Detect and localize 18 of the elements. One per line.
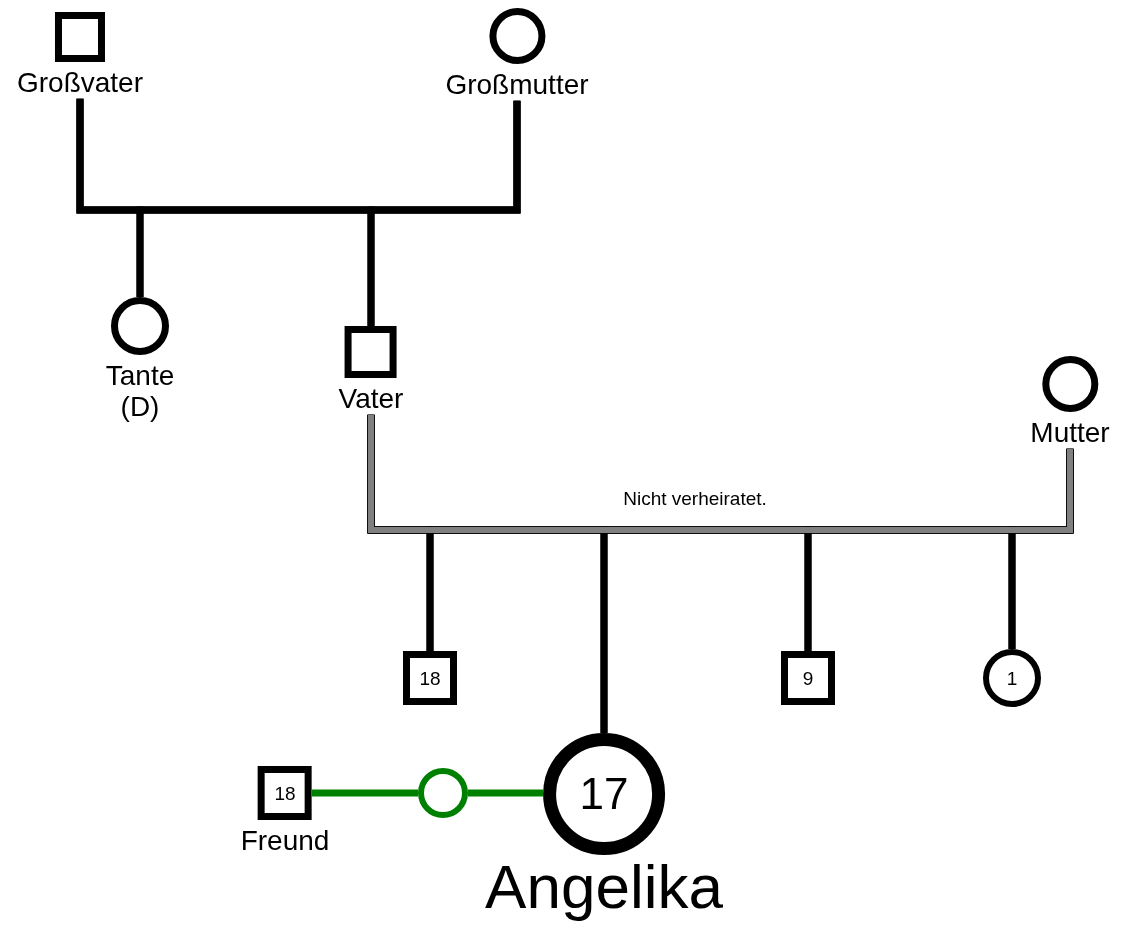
- connector-line: [468, 789, 543, 797]
- edge-label: Nicht verheiratet.: [623, 488, 767, 510]
- person-name: Mutter: [1030, 418, 1110, 449]
- person-name: Vater: [338, 384, 404, 415]
- age-number: 18: [274, 783, 296, 803]
- age-number: 1: [1006, 668, 1018, 688]
- person-name: Angelika: [485, 853, 723, 922]
- descent-line: [1008, 448, 1074, 649]
- person-name: Tante (D): [104, 361, 176, 423]
- person-name: Freund: [240, 826, 330, 857]
- age-number: 9: [802, 668, 814, 688]
- age-number: 18: [419, 668, 441, 688]
- person-name: Großvater: [17, 68, 143, 99]
- relationship-line: [368, 414, 1073, 533]
- connector-line: [312, 789, 418, 797]
- age-number: 17: [579, 772, 629, 816]
- relationship-line: [76, 98, 521, 214]
- person-name: Großmutter: [445, 70, 589, 101]
